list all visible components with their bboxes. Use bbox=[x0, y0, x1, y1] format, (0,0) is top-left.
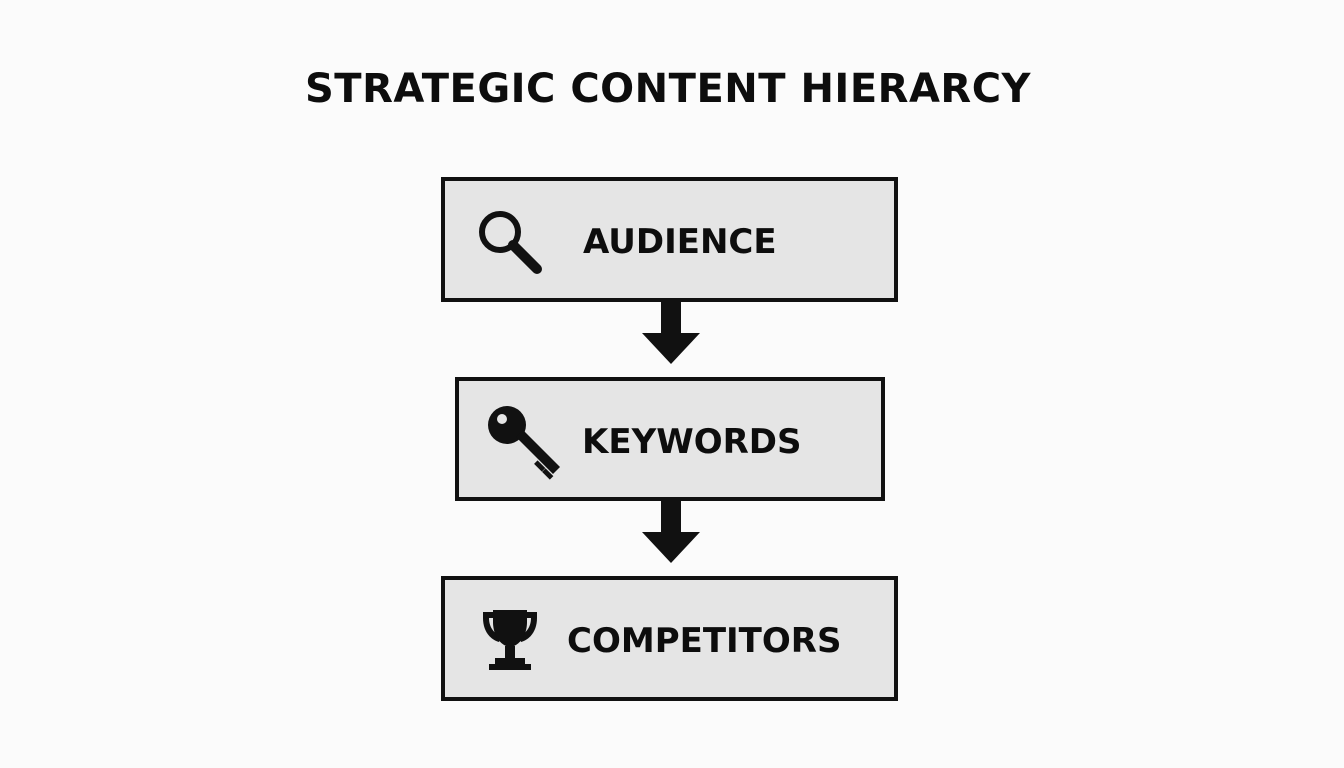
step-label-keywords: KEYWORDS bbox=[582, 422, 802, 462]
down-arrow-icon bbox=[642, 501, 700, 563]
step-box-competitors: COMPETITORS bbox=[441, 576, 898, 701]
step-label-competitors: COMPETITORS bbox=[567, 621, 842, 661]
diagram-title: STRATEGIC CONTENT HIERARCY bbox=[304, 66, 1032, 112]
trophy-icon bbox=[483, 610, 537, 670]
magnifying-glass-icon bbox=[479, 211, 542, 274]
step-box-audience: AUDIENCE bbox=[441, 177, 898, 302]
step-label-audience: AUDIENCE bbox=[583, 222, 777, 262]
down-arrow-icon bbox=[642, 302, 700, 364]
key-icon bbox=[488, 406, 560, 480]
step-box-keywords: KEYWORDS bbox=[455, 377, 885, 501]
